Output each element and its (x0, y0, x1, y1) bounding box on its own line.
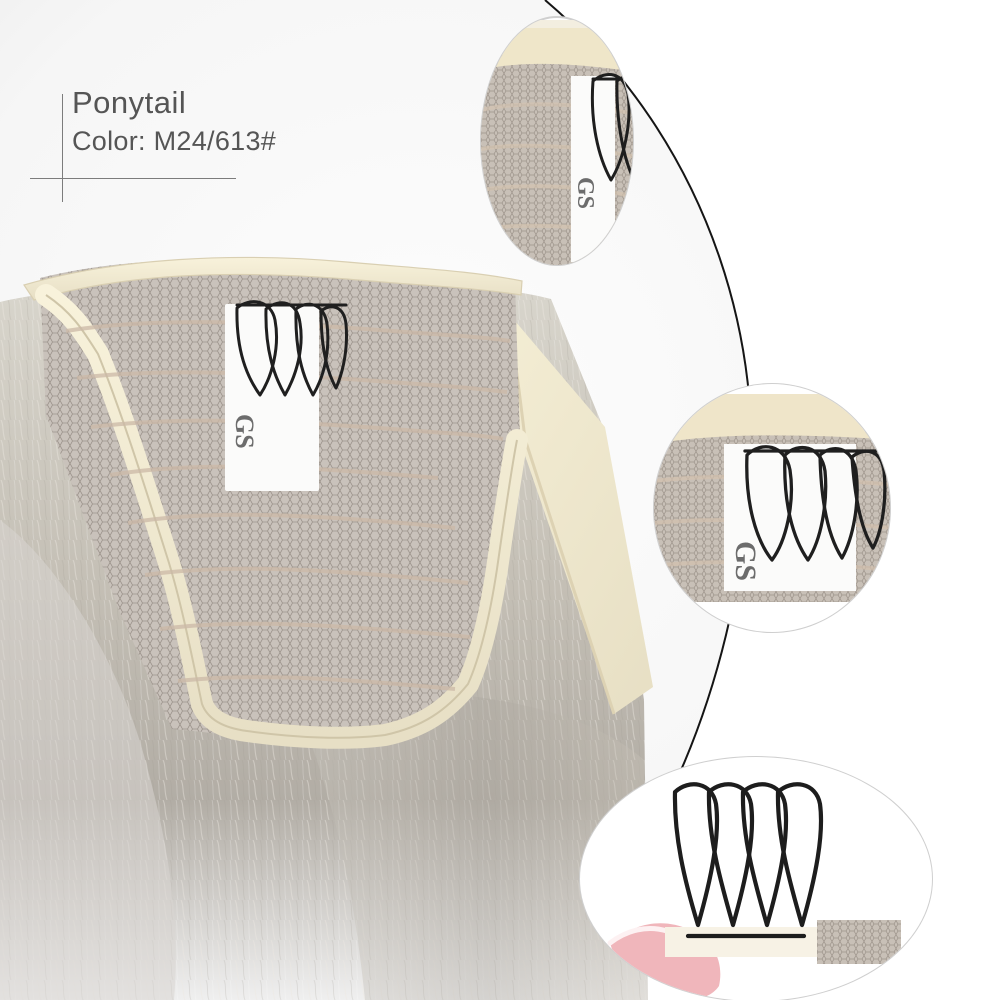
caption-block: Ponytail Color: M24/613# (72, 84, 372, 160)
caption-title: Ponytail (72, 85, 187, 120)
brand-mark-top-detail: GS (572, 177, 598, 209)
caption-horizontal-rule (30, 178, 236, 179)
caption-subtitle: Color: M24/613# (72, 126, 277, 156)
caption-vertical-rule (62, 94, 63, 202)
brand-mark-main: GS (230, 414, 259, 449)
brand-mark-mid-detail: GS (729, 541, 762, 581)
